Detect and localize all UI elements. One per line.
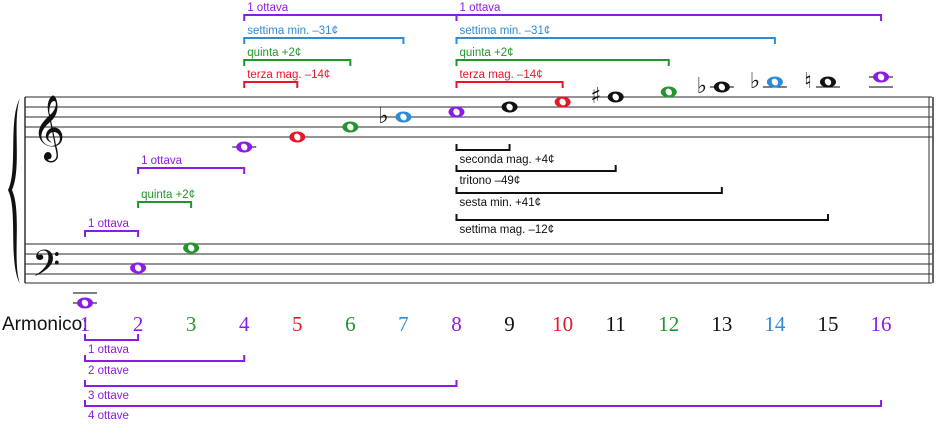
harmonic-number: 2	[133, 312, 144, 336]
interval-bracket	[243, 14, 458, 21]
flat-icon: ♭	[750, 69, 760, 94]
harmonic-number: 8	[451, 312, 462, 336]
treble-clef-icon: 𝄞	[32, 95, 65, 162]
harmonic-number: 10	[552, 312, 573, 336]
interval-label: 2 ottave	[88, 365, 129, 377]
interval-label: settima min. –31¢	[459, 25, 550, 37]
harmonic-number: 14	[764, 312, 786, 336]
interval-bracket	[137, 167, 246, 174]
whole-note-6	[342, 121, 359, 133]
harmonic-number: 12	[658, 312, 679, 336]
interval-bracket	[455, 37, 776, 44]
whole-note-5	[289, 131, 306, 143]
whole-note-11	[607, 91, 624, 103]
notehead-hole	[294, 133, 301, 141]
harmonic-number: 13	[711, 312, 732, 336]
harmonic-number: 9	[504, 312, 515, 336]
harmonic-number: 7	[398, 312, 409, 336]
interval-bracket	[455, 144, 511, 151]
interval-label: terza mag. –14¢	[247, 69, 330, 81]
harmonic-number: 3	[186, 312, 197, 336]
harmonic-number: 5	[292, 312, 303, 336]
armonico-label: Armonico:	[2, 314, 88, 335]
interval-label: quinta +2¢	[141, 189, 195, 201]
whole-note-2	[130, 262, 147, 274]
interval-bracket	[455, 214, 829, 221]
harmonic-number: 16	[871, 312, 892, 336]
interval-label: settima mag. –12¢	[459, 224, 554, 236]
interval-label: 1 ottava	[141, 155, 183, 167]
whole-note-3	[183, 242, 200, 254]
notehead-hole	[506, 103, 513, 111]
notehead-hole	[453, 108, 460, 116]
interval-label: 4 ottave	[88, 410, 129, 422]
harmonic-number: 6	[345, 312, 356, 336]
bass-clef-icon: 𝄢	[32, 243, 60, 294]
whole-note-1	[73, 292, 97, 309]
notehead-hole	[559, 98, 566, 106]
interval-bracket	[455, 14, 883, 21]
whole-note-16	[869, 71, 894, 88]
notehead-hole	[612, 93, 619, 101]
notehead-hole	[187, 244, 195, 252]
interval-bracket	[84, 230, 140, 237]
interval-bracket	[84, 355, 246, 362]
interval-label: sesta min. +41¢	[459, 197, 541, 209]
interval-label: 1 ottava	[88, 344, 130, 356]
whole-note-10	[554, 96, 571, 108]
notehead-hole	[665, 88, 672, 96]
interval-label: 1 ottava	[88, 218, 130, 230]
whole-note-7	[395, 111, 412, 123]
harmonic-number: 1	[80, 312, 91, 336]
interval-bracket	[84, 400, 883, 407]
interval-bracket	[455, 81, 564, 88]
whole-note-14	[762, 76, 787, 88]
notehead-hole	[241, 143, 248, 151]
interval-bracket	[137, 201, 193, 208]
harmonic-number: 4	[239, 312, 250, 336]
flat-icon: ♭	[378, 104, 388, 129]
interval-label: 3 ottave	[88, 390, 129, 402]
interval-label: settima min. –31¢	[247, 25, 338, 37]
notehead-hole	[134, 264, 142, 272]
whole-note-4	[232, 141, 257, 153]
notehead-hole	[81, 299, 89, 307]
notehead-hole	[718, 83, 726, 91]
interval-bracket	[243, 81, 299, 88]
interval-label: 1 ottava	[247, 2, 289, 14]
whole-note-9	[501, 101, 518, 113]
interval-label: 1 ottava	[459, 2, 501, 14]
whole-note-13	[709, 81, 734, 93]
whole-note-15	[815, 76, 840, 88]
natural-icon: ♮	[804, 69, 812, 94]
notehead-hole	[824, 78, 832, 86]
notehead-hole	[400, 113, 407, 121]
interval-bracket	[455, 59, 670, 66]
interval-label: seconda mag. +4¢	[459, 154, 554, 166]
brace-icon	[8, 98, 20, 284]
interval-bracket	[455, 187, 723, 194]
whole-note-12	[660, 86, 677, 98]
interval-label: tritono –49¢	[459, 175, 520, 187]
interval-bracket	[243, 59, 352, 66]
harmonic-number: 15	[817, 312, 838, 336]
interval-bracket	[455, 165, 617, 172]
notehead-hole	[771, 78, 779, 86]
flat-icon: ♭	[697, 74, 707, 99]
harmonic-number: 11	[606, 312, 626, 336]
whole-note-8	[448, 106, 465, 118]
interval-bracket	[84, 334, 140, 341]
interval-bracket	[243, 37, 405, 44]
interval-label: quinta +2¢	[459, 47, 513, 59]
interval-label: terza mag. –14¢	[459, 69, 542, 81]
notehead-hole	[347, 123, 354, 131]
sharp-icon: ♯	[590, 84, 601, 109]
interval-label: quinta +2¢	[247, 47, 301, 59]
notehead-hole	[877, 73, 885, 81]
interval-bracket	[84, 380, 458, 387]
